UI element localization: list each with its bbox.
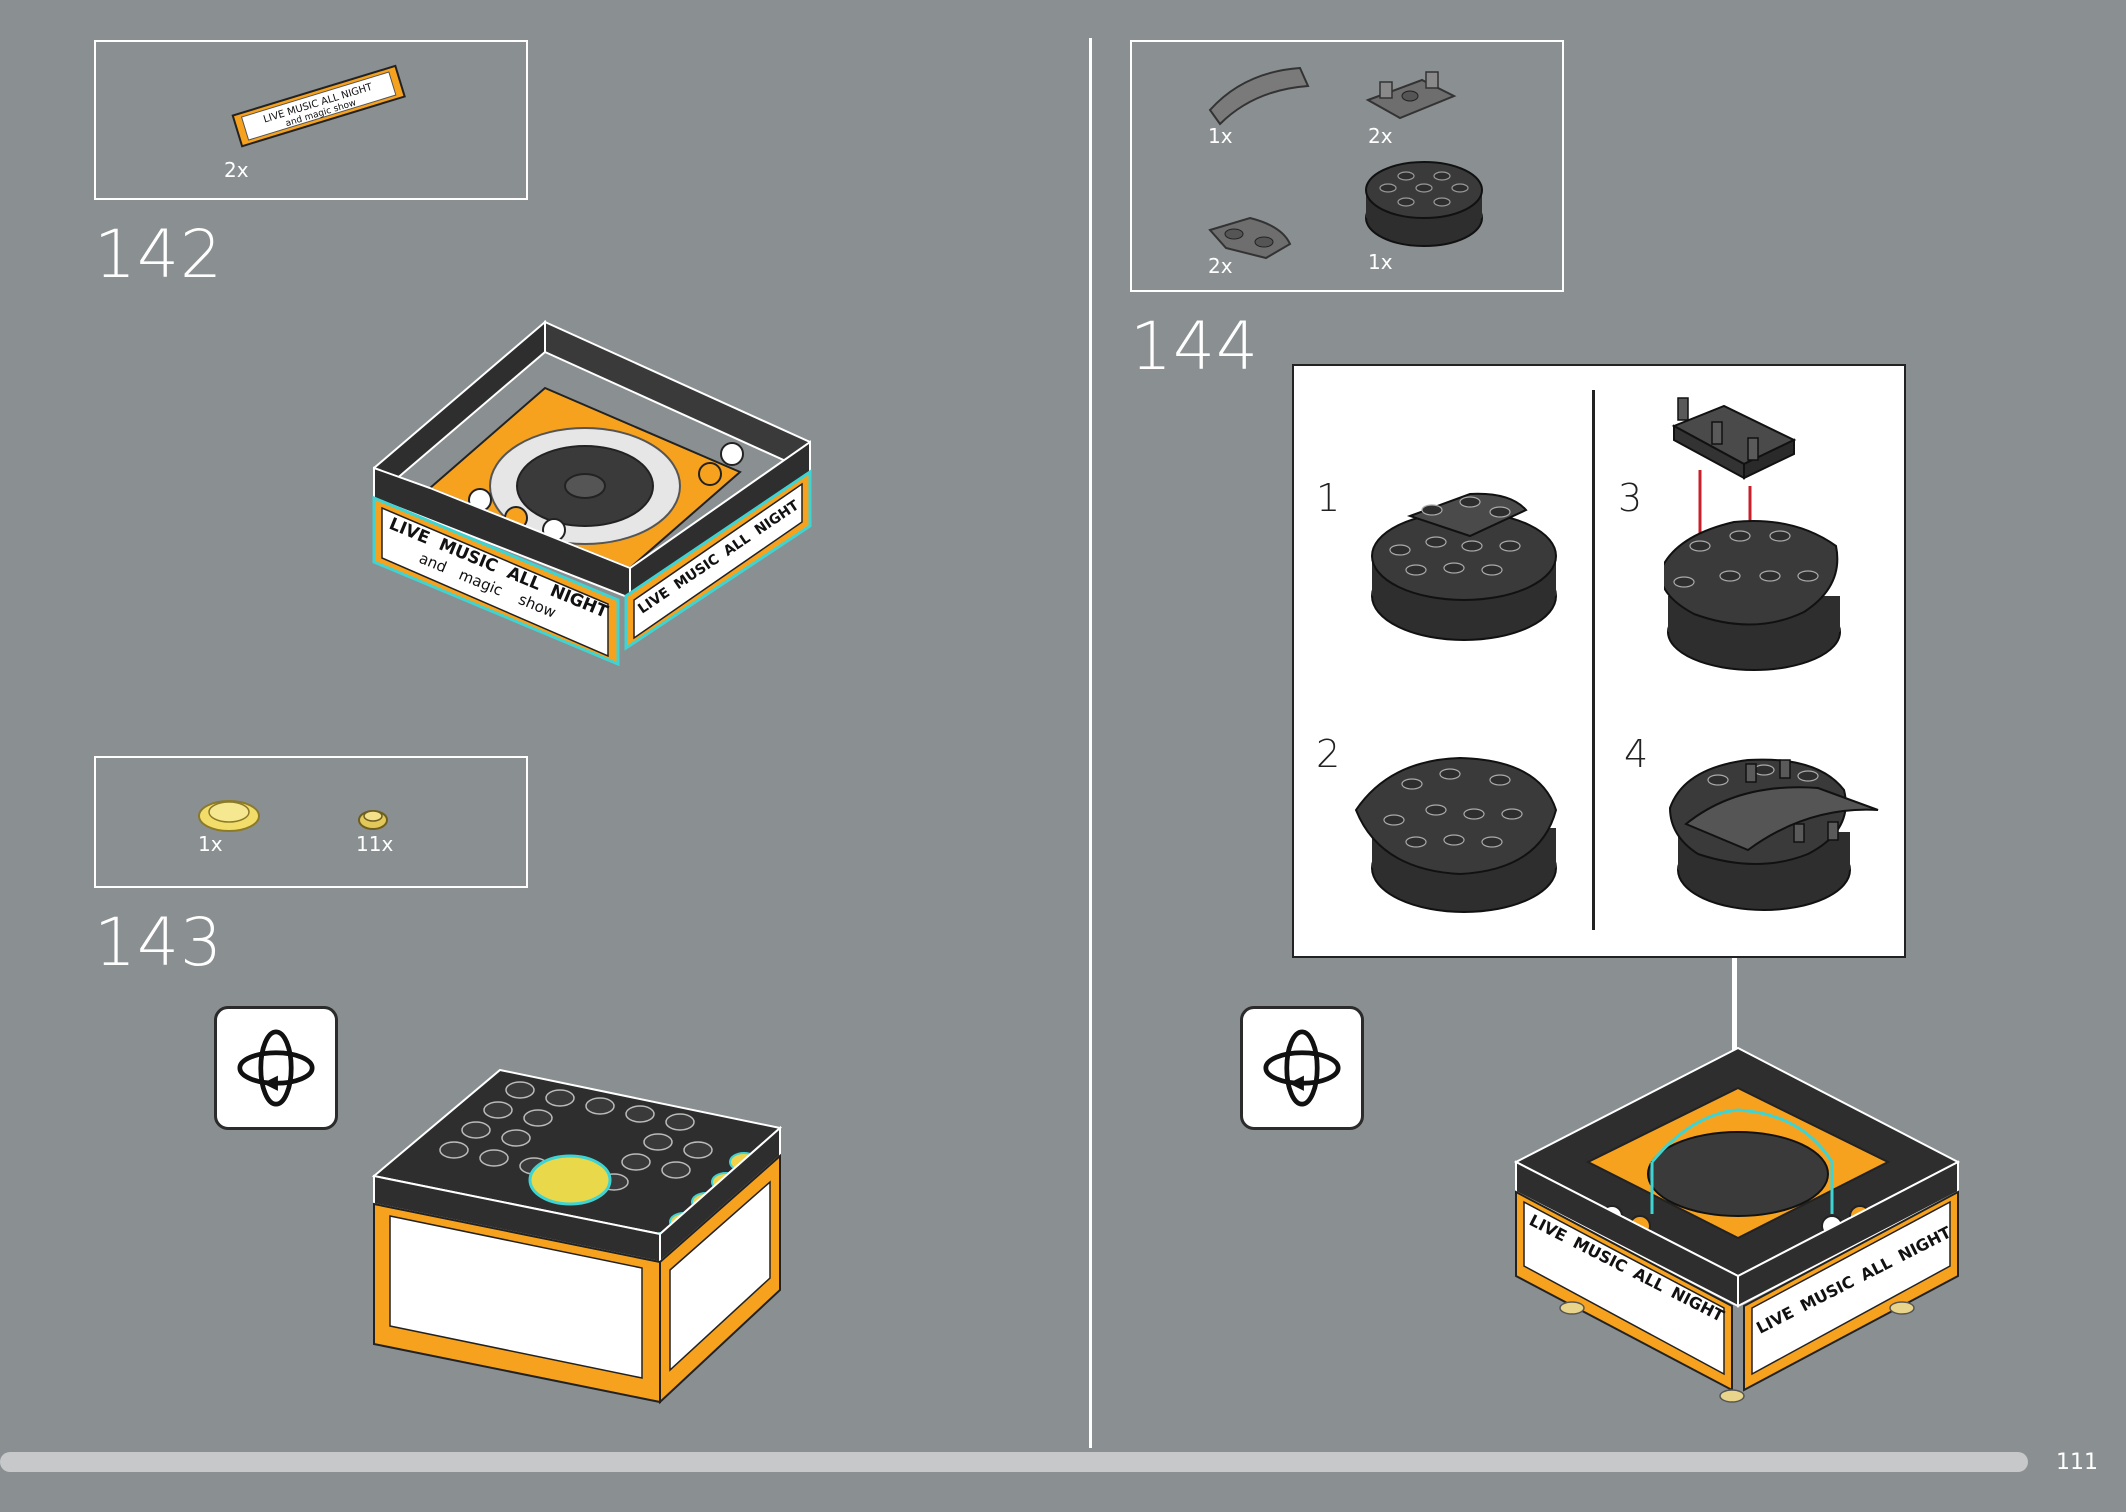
corner-plate-part-icon xyxy=(1208,216,1292,260)
subassembly-callout: 1 2 3 4 xyxy=(1292,364,1906,958)
part-qty: 1x xyxy=(198,832,223,856)
step-number-143: 143 xyxy=(94,904,223,981)
progress-bar xyxy=(0,1452,2028,1472)
substep2-illustration xyxy=(1354,756,1558,913)
part-qty: 2x xyxy=(1368,124,1393,148)
sign-tile-part-icon: LIVE MUSIC ALL NIGHT and magic show xyxy=(231,64,406,148)
substep-label: 4 xyxy=(1624,732,1649,776)
clip-plate-part-icon xyxy=(1365,71,1457,120)
substep1-illustration xyxy=(1371,492,1557,641)
part-qty: 1x xyxy=(1368,250,1393,274)
step143-parts-box: 1x 11x xyxy=(94,756,528,888)
yellow-round-plate-part-icon xyxy=(198,800,260,832)
step142-parts-box: LIVE MUSIC ALL NIGHT and magic show 2x xyxy=(94,40,528,200)
step143-model-illustration xyxy=(371,1068,783,1405)
part-qty: 2x xyxy=(1208,254,1233,278)
part-qty: 1x xyxy=(1208,124,1233,148)
callout-connector-line xyxy=(1732,958,1737,1098)
rotate-model-icon xyxy=(1240,1006,1364,1130)
yellow-stud-part-icon xyxy=(358,810,388,830)
curved-slope-part-icon xyxy=(1208,66,1310,126)
step144-parts-box: 1x 2x 2x 1x xyxy=(1130,40,1564,292)
part-qty: 11x xyxy=(356,832,394,856)
step144-model-illustration: LIVE MUSIC ALL NIGHT LIVE MUSIC ALL NIGH… xyxy=(1513,1046,1961,1403)
page-number: 111 xyxy=(2056,1450,2098,1475)
step142-model-illustration: LIVE MUSIC ALL NIGHT and magic show LIVE… xyxy=(372,319,812,667)
substep-label: 3 xyxy=(1618,476,1643,520)
substep-label: 2 xyxy=(1316,732,1341,776)
round-plate-4x4-part-icon xyxy=(1365,161,1483,247)
substep4-illustration xyxy=(1668,758,1879,911)
callout-divider xyxy=(1592,390,1595,930)
substep-label: 1 xyxy=(1316,476,1341,520)
part-qty: 2x xyxy=(224,158,249,182)
substep3-illustration xyxy=(1664,397,1841,671)
step-number-144: 144 xyxy=(1130,308,1259,385)
rotate-model-icon xyxy=(214,1006,338,1130)
step-number-142: 142 xyxy=(94,216,223,293)
page-divider xyxy=(1089,38,1092,1448)
